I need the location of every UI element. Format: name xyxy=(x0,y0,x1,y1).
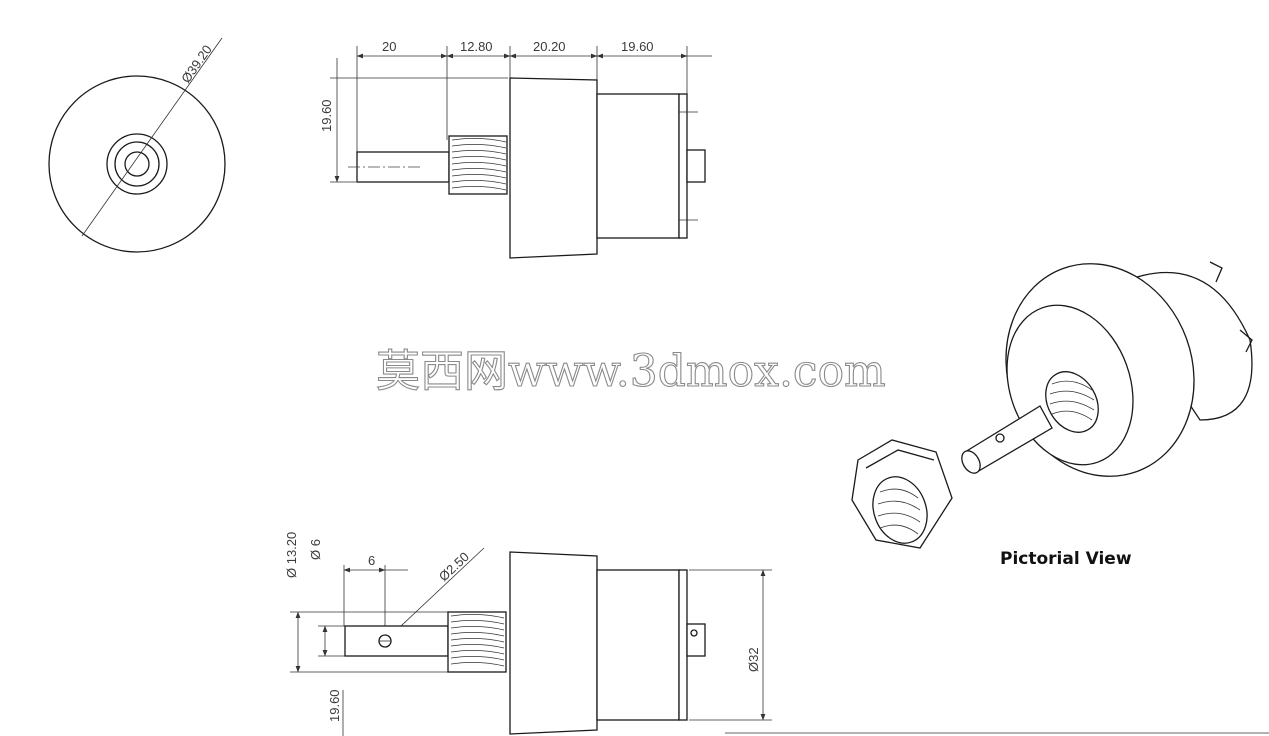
hub-outer-circle xyxy=(106,133,168,195)
shaft-length-label: 20 xyxy=(382,39,396,54)
outer-circle xyxy=(48,75,226,253)
rear-housing xyxy=(596,93,680,239)
shaft-circle xyxy=(124,151,150,177)
nut-bore xyxy=(872,476,928,544)
pictorial-thread xyxy=(1045,371,1099,433)
lower-thread xyxy=(447,611,507,673)
front-view: Ø39.20 xyxy=(48,37,226,253)
thread-diameter-label: Ø 13.20 xyxy=(284,532,299,578)
watermark: 莫西网www.3dmox.com xyxy=(376,346,886,397)
rear-length-label: 19.60 xyxy=(621,39,654,54)
lower-terminal xyxy=(686,623,706,657)
lower-shaft xyxy=(344,625,449,657)
pictorial-view: Pictorial View xyxy=(851,261,1253,569)
body-length-label: 20.20 xyxy=(533,39,566,54)
lower-height-label: 19.60 xyxy=(327,689,342,722)
shaft-diameter-label: Ø 6 xyxy=(308,539,323,560)
hole-diameter-label: Ø2.50 xyxy=(436,549,472,584)
body-diameter-label: Ø32 xyxy=(746,647,761,672)
main-body xyxy=(509,77,598,259)
thread xyxy=(448,135,508,195)
lower-rear-housing xyxy=(596,569,680,721)
height-label: 19.60 xyxy=(319,99,334,132)
side-view-bottom: Ø 13.20 Ø 6 6 Ø2.50 xyxy=(284,532,772,736)
hole-offset-label: 6 xyxy=(368,553,375,568)
terminal xyxy=(686,149,706,183)
outer-diameter-label: Ø39.20 xyxy=(178,42,215,86)
side-view-top: 20 12.80 20.20 19.60 19.60 xyxy=(319,39,712,259)
lower-main-body xyxy=(509,551,598,735)
thread-length-label: 12.80 xyxy=(460,39,493,54)
pictorial-caption: Pictorial View xyxy=(1000,549,1132,569)
hub-middle-circle xyxy=(114,141,160,187)
diameter-leader xyxy=(81,37,223,237)
